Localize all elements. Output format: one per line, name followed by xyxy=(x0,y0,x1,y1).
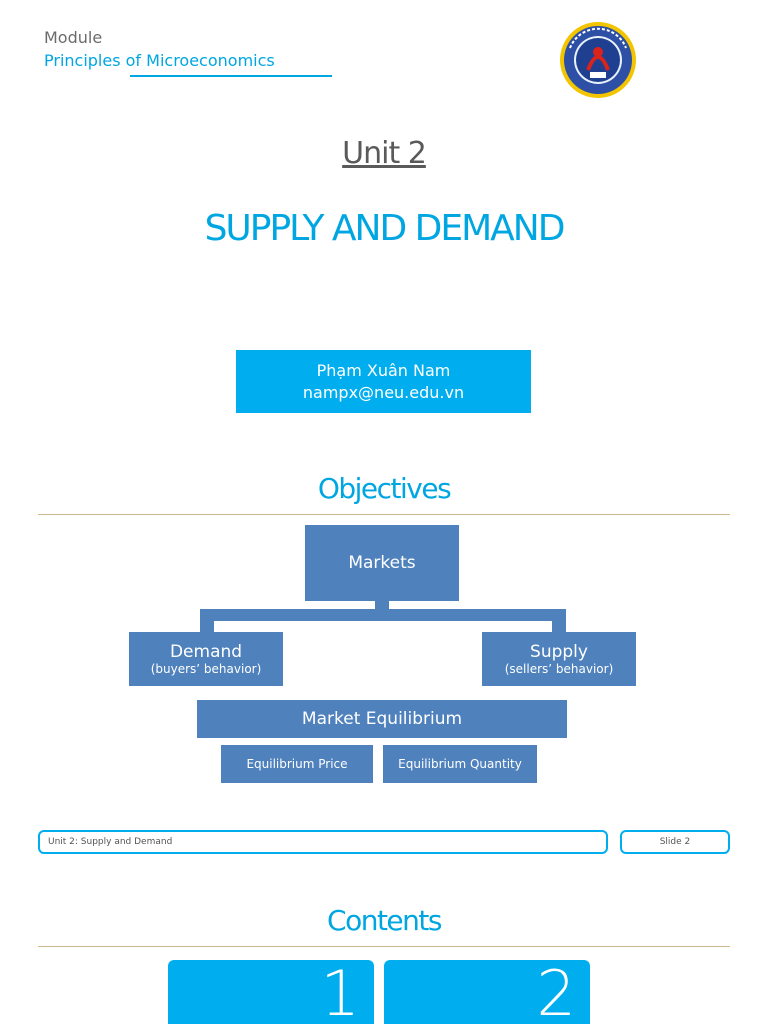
equilibrium-quantity-node: Equilibrium Quantity xyxy=(383,745,537,783)
unit-title: Unit 2 xyxy=(342,136,427,171)
connector-horizontal xyxy=(200,609,566,621)
connector-left xyxy=(200,609,214,633)
objectives-heading: Objectives xyxy=(317,472,452,505)
demand-label: Demand xyxy=(169,641,243,662)
module-name: Principles of Microeconomics xyxy=(44,51,275,70)
supply-sublabel: (sellers’ behavior) xyxy=(504,661,614,676)
university-logo-icon xyxy=(556,20,640,100)
demand-node: Demand (buyers’ behavior) xyxy=(129,632,283,686)
author-name: Phạm Xuân Nam xyxy=(316,360,451,380)
supply-label: Supply xyxy=(530,641,588,662)
module-label: Module xyxy=(44,28,103,47)
supply-node: Supply (sellers’ behavior) xyxy=(482,632,636,686)
main-title: SUPPLY AND DEMAND xyxy=(204,208,566,249)
market-equilibrium-node: Market Equilibrium xyxy=(197,700,567,738)
author-email: nampx@neu.edu.vn xyxy=(302,382,465,402)
objectives-divider xyxy=(38,514,730,515)
footer-slide-label: Slide 2 xyxy=(659,837,691,847)
footer-unit-box: Unit 2: Supply and Demand xyxy=(38,830,608,854)
connector-right xyxy=(552,609,566,633)
contents-tile-2[interactable]: 2 xyxy=(384,960,590,1028)
module-underline xyxy=(130,75,332,77)
markets-node: Markets xyxy=(305,525,459,601)
contents-tile-2-number: 2 xyxy=(536,957,576,1030)
equilibrium-price-node: Equilibrium Price xyxy=(221,745,373,783)
connector-vertical xyxy=(375,601,389,610)
contents-divider xyxy=(38,946,730,947)
markets-label: Markets xyxy=(348,553,416,573)
contents-tile-1-number: 1 xyxy=(320,957,360,1030)
footer-unit-label: Unit 2: Supply and Demand xyxy=(48,837,173,847)
demand-sublabel: (buyers’ behavior) xyxy=(150,661,262,676)
author-box: Phạm Xuân Nam nampx@neu.edu.vn xyxy=(236,350,531,413)
equilibrium-price-label: Equilibrium Price xyxy=(246,756,348,771)
market-equilibrium-label: Market Equilibrium xyxy=(301,709,463,729)
footer-slide-box: Slide 2 xyxy=(620,830,730,854)
contents-heading: Contents xyxy=(327,904,442,937)
equilibrium-quantity-label: Equilibrium Quantity xyxy=(398,756,522,771)
contents-tile-1[interactable]: 1 xyxy=(168,960,374,1028)
